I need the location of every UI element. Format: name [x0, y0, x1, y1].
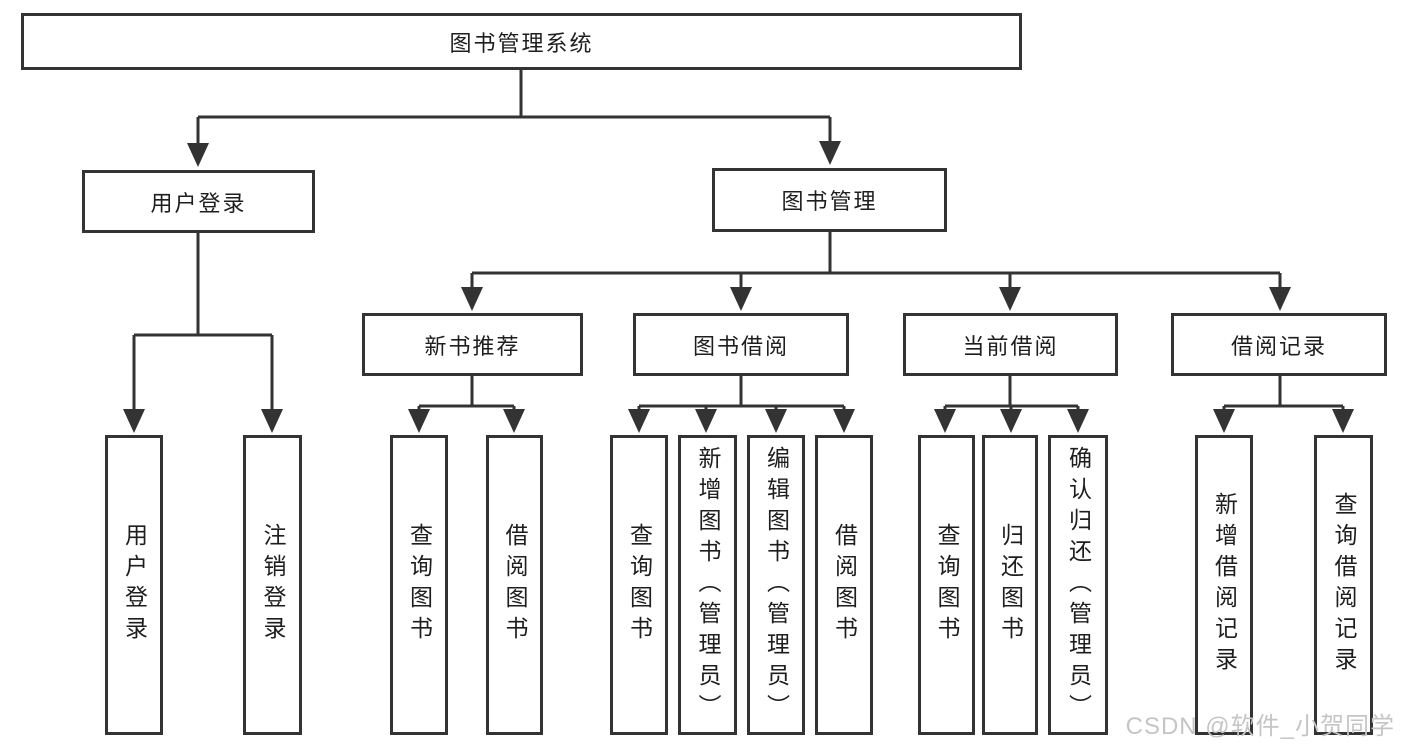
edge-mgmt-to-level3 [470, 232, 1282, 290]
leaf-records-query-borrow-record: 查询借阅记录 [1314, 435, 1373, 735]
node-current-borrowing: 当前借阅 [903, 313, 1118, 376]
leaf-newbook-borrow-books: 借阅图书 [486, 435, 543, 735]
node-borrowing-records: 借阅记录 [1171, 313, 1387, 376]
leaf-current-return-books: 归还图书 [982, 435, 1038, 735]
leaf-newbook-query-books: 查询图书 [390, 435, 448, 735]
node-new-book-recommendation: 新书推荐 [362, 313, 583, 376]
leaf-current-query-books: 查询图书 [918, 435, 975, 735]
leaf-records-add-borrow-record: 新增借阅记录 [1195, 435, 1253, 735]
node-user-login: 用户登录 [82, 170, 315, 233]
node-library-system: 图书管理系统 [21, 13, 1022, 70]
edge-login-to-leaves [132, 233, 274, 412]
leaf-borrowing-query-books: 查询图书 [610, 435, 668, 735]
csdn-watermark: CSDN @软件_小贺同学 [1125, 713, 1395, 740]
node-book-borrowing: 图书借阅 [633, 313, 849, 376]
leaf-logout-login: 注销登录 [243, 435, 302, 735]
leaf-borrowing-borrow-books: 借阅图书 [815, 435, 873, 735]
edge-root-to-level2 [196, 70, 832, 147]
node-book-management: 图书管理 [712, 168, 947, 232]
leaf-user-login: 用户登录 [105, 435, 163, 735]
leaf-current-confirm-return-admin: 确认归还（管理员） [1048, 435, 1108, 735]
leaf-borrowing-add-books-admin: 新增图书（管理员） [678, 435, 737, 735]
leaf-borrowing-edit-books-admin: 编辑图书（管理员） [747, 435, 805, 735]
edge-level3-to-leaves [417, 376, 1345, 412]
